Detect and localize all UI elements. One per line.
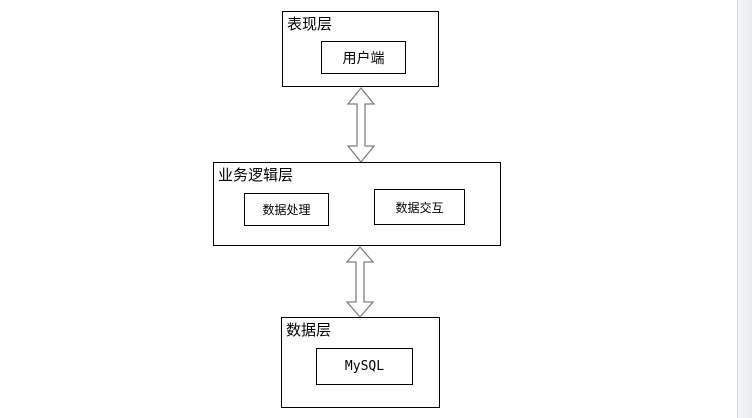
- data-layer-box: 数据层 MySQL: [281, 317, 440, 408]
- business-logic-layer-box: 业务逻辑层 数据处理 数据交互: [213, 162, 501, 246]
- presentation-layer-box: 表现层 用户端: [282, 11, 439, 87]
- data-interaction-node: 数据交互: [374, 189, 465, 225]
- bidirectional-arrow-bottom: [345, 246, 375, 318]
- bidirectional-arrow-top: [346, 86, 376, 164]
- client-node: 用户端: [321, 41, 406, 74]
- presentation-layer-title: 表现层: [287, 15, 333, 33]
- mysql-node: MySQL: [316, 348, 413, 385]
- arrow-shape-top: [346, 86, 376, 164]
- business-logic-layer-title: 业务逻辑层: [218, 166, 294, 184]
- arrow-shape-bottom: [345, 246, 375, 318]
- window-right-edge: [737, 0, 752, 418]
- data-layer-title: 数据层: [286, 321, 332, 339]
- data-processing-node: 数据处理: [244, 193, 329, 226]
